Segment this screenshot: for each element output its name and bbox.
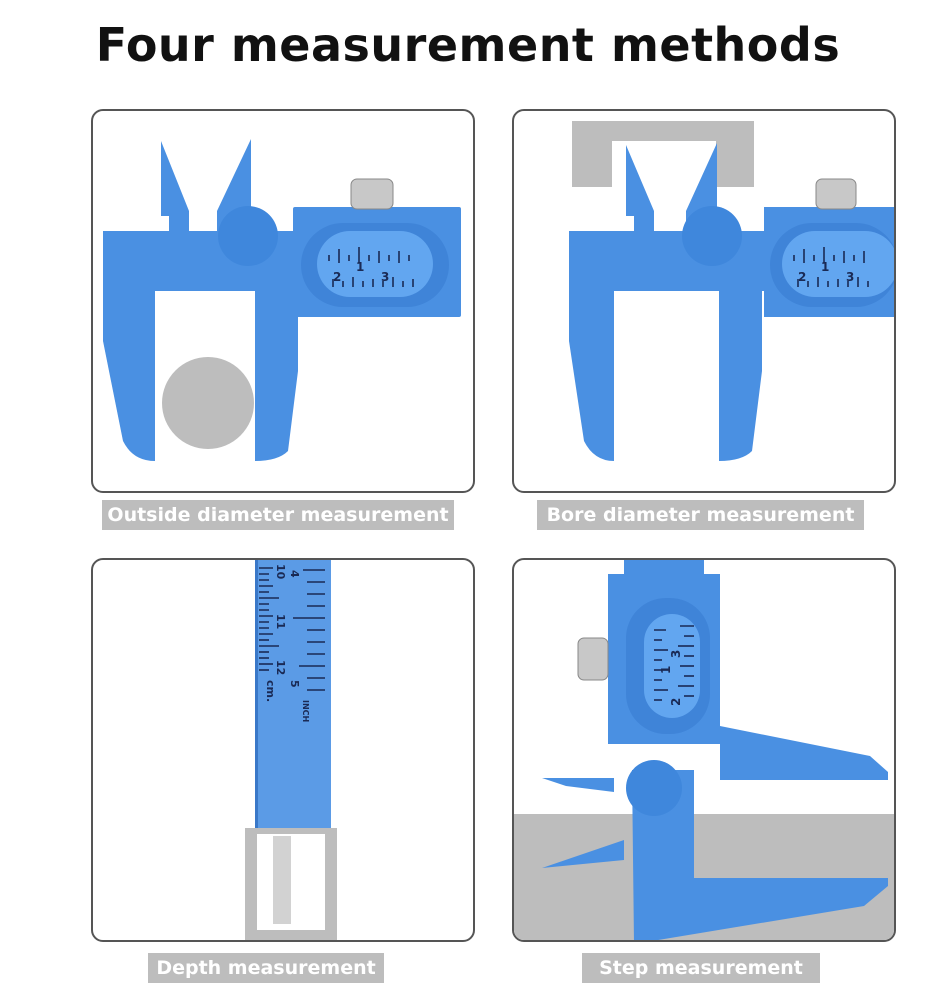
step-caption: Step measurement: [582, 953, 820, 983]
depth-panel: 4 10 11 12 cm. 5 INCH: [91, 558, 475, 942]
svg-text:2: 2: [798, 270, 806, 284]
bore-object: [572, 121, 754, 187]
page-title: Four measurement methods: [95, 18, 841, 72]
svg-text:11: 11: [274, 614, 287, 629]
svg-text:3: 3: [846, 270, 854, 284]
svg-text:cm.: cm.: [264, 680, 277, 702]
bore-diameter-caption: Bore diameter measurement: [537, 500, 864, 530]
svg-text:INCH: INCH: [301, 700, 310, 722]
depth-caption: Depth measurement: [148, 953, 384, 983]
step-caliper-illustration: 1 2 3: [514, 560, 894, 940]
round-object: [162, 357, 254, 449]
svg-text:12: 12: [274, 660, 287, 675]
svg-text:2: 2: [333, 270, 341, 284]
outside-diameter-panel: 1 2 3: [91, 109, 475, 493]
svg-text:2: 2: [669, 698, 683, 706]
outside-diameter-caption: Outside diameter measurement: [102, 500, 454, 530]
svg-text:5: 5: [288, 680, 301, 688]
depth-ruler-illustration: 4 10 11 12 cm. 5 INCH: [245, 560, 337, 940]
bore-diameter-panel: 1 2 3: [512, 109, 896, 493]
svg-text:1: 1: [821, 260, 829, 274]
svg-text:3: 3: [381, 270, 389, 284]
svg-text:1: 1: [356, 260, 364, 274]
svg-text:3: 3: [669, 650, 683, 658]
step-panel: 1 2 3: [512, 558, 896, 942]
svg-text:10: 10: [274, 564, 287, 580]
svg-text:4: 4: [288, 570, 301, 578]
svg-text:1: 1: [659, 666, 673, 674]
outside-caliper-illustration: 1 2 3: [103, 139, 461, 461]
bore-caliper-illustration: 1 2 3: [569, 121, 894, 461]
